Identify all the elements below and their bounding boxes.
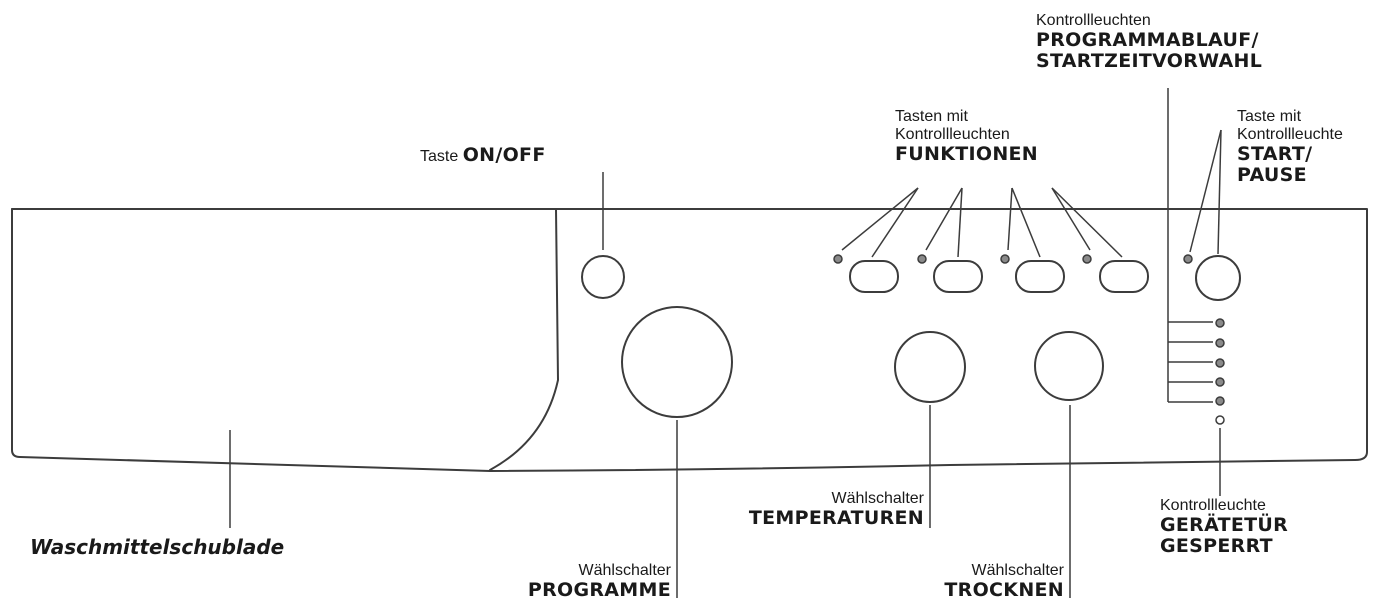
door-lock-led xyxy=(1215,415,1225,425)
drying-label-caption: Wählschalter xyxy=(971,562,1064,579)
function-led-1 xyxy=(833,254,843,264)
function-led-3 xyxy=(1000,254,1010,264)
start-pause-button[interactable] xyxy=(1195,255,1241,301)
door-lock-label-caption: Kontrollleuchte xyxy=(1160,497,1266,514)
programme-label-caption: Wählschalter xyxy=(578,562,671,579)
start-pause-label: Taste mit Kontrollleuchte START/ PAUSE xyxy=(1237,108,1343,186)
function-button-3[interactable] xyxy=(1015,260,1065,293)
programme-knob[interactable] xyxy=(621,306,733,418)
progress-led-2 xyxy=(1215,338,1225,348)
temperature-label: Wählschalter TEMPERATUREN xyxy=(749,490,924,529)
start-pause-label-name-1: START/ xyxy=(1237,142,1313,165)
onoff-label: Taste ON/OFF xyxy=(420,144,546,166)
progress-led-3 xyxy=(1215,358,1225,368)
progress-label: Kontrollleuchten PROGRAMMABLAUF/ STARTZE… xyxy=(1036,12,1262,72)
progress-label-name-2: STARTZEITVORWAHL xyxy=(1036,50,1263,73)
start-pause-label-line2: Kontrollleuchte xyxy=(1237,125,1343,143)
progress-led-1 xyxy=(1215,318,1225,328)
progress-label-caption: Kontrollleuchten xyxy=(1036,12,1151,29)
start-pause-label-line1: Taste mit xyxy=(1237,108,1302,125)
temperature-knob[interactable] xyxy=(894,331,966,403)
progress-led-5 xyxy=(1215,396,1225,406)
functions-label-line1: Tasten mit xyxy=(895,108,968,125)
leader-lines xyxy=(229,88,1222,598)
function-button-2[interactable] xyxy=(933,260,983,293)
temperature-label-caption: Wählschalter xyxy=(831,490,924,507)
drying-label-name: TROCKNEN xyxy=(944,578,1064,601)
progress-led-4 xyxy=(1215,377,1225,387)
start-pause-led xyxy=(1183,254,1193,264)
functions-label-name: FUNKTIONEN xyxy=(895,142,1038,165)
function-button-1[interactable] xyxy=(849,260,899,293)
panel-outline xyxy=(11,208,1368,472)
functions-label: Tasten mit Kontrollleuchten FUNKTIONEN xyxy=(895,108,1038,165)
onoff-label-prefix: Taste xyxy=(420,148,459,165)
function-button-4[interactable] xyxy=(1099,260,1149,293)
programme-label: Wählschalter PROGRAMME xyxy=(528,562,671,601)
onoff-button[interactable] xyxy=(581,255,625,299)
drying-knob[interactable] xyxy=(1034,331,1104,401)
drawer-label: Waschmittelschublade xyxy=(30,535,285,559)
temperature-label-name: TEMPERATUREN xyxy=(748,506,924,529)
door-lock-label: Kontrollleuchte GERÄTETÜR GESPERRT xyxy=(1160,497,1288,557)
door-lock-label-name-1: GERÄTETÜR xyxy=(1160,513,1289,536)
function-led-4 xyxy=(1082,254,1092,264)
progress-label-name-1: PROGRAMMABLAUF/ xyxy=(1036,28,1259,51)
door-lock-label-name-2: GESPERRT xyxy=(1160,535,1273,558)
function-led-2 xyxy=(917,254,927,264)
start-pause-label-name-2: PAUSE xyxy=(1237,164,1307,187)
drying-label: Wählschalter TROCKNEN xyxy=(944,562,1064,601)
functions-label-line2: Kontrollleuchten xyxy=(895,125,1010,143)
onoff-label-name: ON/OFF xyxy=(462,144,546,166)
drawer-outline xyxy=(11,208,559,471)
programme-label-name: PROGRAMME xyxy=(527,578,671,601)
